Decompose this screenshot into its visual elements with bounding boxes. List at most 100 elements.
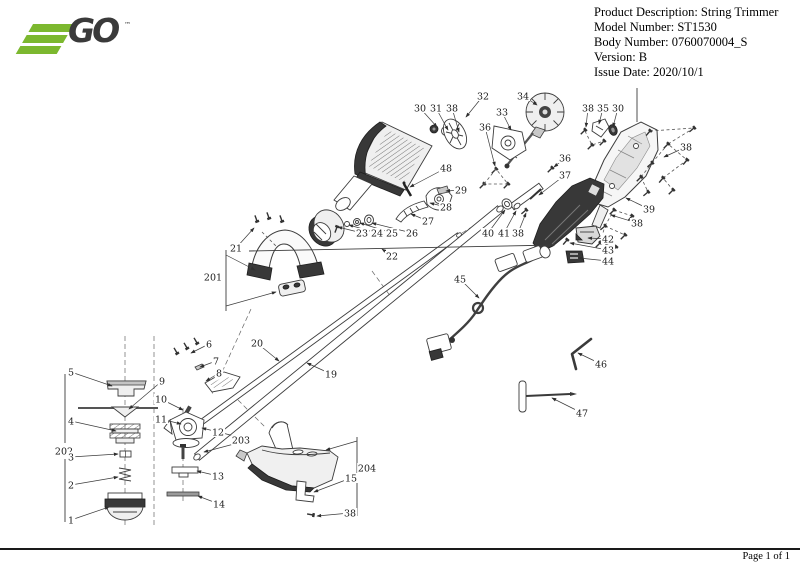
hex-key-46 [570, 337, 593, 371]
part-callout-24: 24 [371, 229, 383, 240]
part-callout-32: 32 [477, 92, 489, 103]
callout-halo [444, 103, 460, 113]
part-callout-36: 36 [559, 154, 571, 165]
wire-harness-45 [426, 245, 551, 361]
part-callout-21: 21 [230, 244, 242, 255]
callout-halo [510, 228, 526, 238]
rear-handle-right-half [578, 88, 659, 229]
part-callout-33: 33 [496, 108, 508, 119]
callout-halo [153, 414, 169, 424]
callout-halo [678, 142, 694, 152]
part-callout-28: 28 [440, 203, 452, 214]
callout-halo [211, 499, 227, 509]
tools [518, 337, 593, 413]
callout-halo [494, 107, 510, 117]
part-callout-38: 38 [582, 104, 594, 115]
callout-halo [66, 452, 76, 462]
ego-logo-go-text: GO [68, 11, 120, 50]
bracket-22 [248, 244, 556, 252]
pin-37 [529, 188, 542, 200]
callout-halo [357, 463, 377, 473]
part-callout-39: 39 [643, 205, 655, 216]
callout-halo [343, 473, 359, 483]
callout-halo [203, 272, 223, 282]
leader-line-36 [484, 126, 496, 167]
leader-line-4 [70, 420, 117, 432]
clip-7 [194, 363, 205, 371]
callout-halo [595, 103, 611, 113]
spool-4 [109, 423, 141, 444]
part-callout-13: 13 [212, 472, 224, 483]
part-callout-7: 7 [213, 357, 219, 368]
part-callout-15: 15 [345, 474, 357, 485]
guard-body [246, 445, 339, 489]
callout-halo [574, 408, 590, 418]
part-callout-35: 35 [597, 104, 609, 115]
screw-36 [489, 166, 499, 176]
trimmer-head-parts [78, 380, 158, 521]
callout-halo [369, 228, 385, 238]
part-callout-25: 25 [386, 229, 398, 240]
part-callout-11: 11 [155, 415, 167, 426]
part-callout-38: 38 [631, 219, 643, 230]
callout-halo [420, 216, 436, 226]
switch-42 [575, 225, 601, 245]
ego-logo: GO ™ [12, 11, 142, 60]
screw-6 [191, 335, 201, 346]
part-callout-10: 10 [155, 395, 167, 406]
callout-halo [593, 359, 609, 369]
part-callout-22: 22 [386, 252, 398, 263]
part-callout-31: 31 [430, 104, 442, 115]
cutoff-blade-15 [295, 480, 315, 503]
part-callout-38: 38 [446, 104, 458, 115]
part-callout-36: 36 [479, 123, 491, 134]
callout-halo [600, 245, 616, 255]
callout-halo [557, 170, 573, 180]
part-callout-4: 4 [68, 417, 74, 428]
fan-assembly [429, 118, 468, 150]
spring-2 [118, 467, 132, 482]
lock-off-bracket-35 [591, 118, 610, 138]
callout-halo [384, 228, 400, 238]
part-callout-1: 1 [68, 516, 74, 527]
callout-halo [641, 204, 657, 214]
header-product-description: Product Description: String Trimmer [594, 5, 779, 19]
screw-6 [171, 345, 181, 356]
part-callout-41: 41 [498, 229, 510, 240]
screw-cloud-upper-38 [634, 124, 697, 199]
callout-halo [515, 91, 531, 101]
screw-21 [251, 213, 261, 224]
drive-shaft-20 [185, 232, 462, 435]
guard-fin [268, 421, 294, 451]
part-callout-37: 37 [559, 171, 571, 182]
callout-halo [610, 103, 626, 113]
callout-halo [404, 228, 420, 238]
part-callout-34: 34 [517, 92, 529, 103]
callout-halo [428, 103, 444, 113]
callout-halo [629, 218, 645, 228]
part-callout-8: 8 [216, 369, 222, 380]
tube-end-rings [501, 198, 529, 217]
pin-48 [402, 183, 413, 197]
callout-halo [600, 256, 616, 266]
callout-halo [452, 274, 468, 284]
part-callout-5: 5 [68, 368, 74, 379]
callout-halo [557, 153, 573, 163]
screw-38 [585, 142, 595, 152]
callout-halo [438, 202, 454, 212]
part-callout-30: 30 [612, 104, 624, 115]
leader-line-3 [70, 452, 119, 458]
washer-24 [344, 221, 350, 227]
washer-13 [171, 466, 199, 474]
part-callout-27: 27 [422, 217, 434, 228]
part-callout-202: 202 [55, 447, 73, 458]
callout-halo [66, 515, 76, 525]
callout-brackets [64, 244, 556, 522]
part-callout-3: 3 [68, 453, 74, 464]
screw-38 [305, 510, 316, 519]
leader-line-1 [70, 506, 110, 521]
guard-assembly [235, 421, 339, 519]
connector-44 [565, 250, 585, 264]
